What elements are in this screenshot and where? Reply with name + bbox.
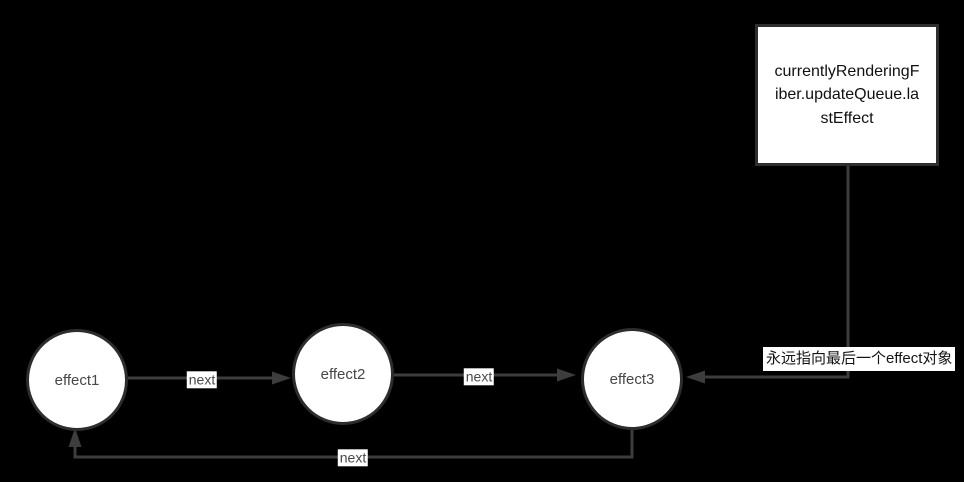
edge-label-effect1-to-effect2: next (186, 371, 218, 389)
last-effect-pointer-box: currentlyRenderingFiber.updateQueue.last… (755, 24, 939, 166)
last-effect-annotation: 永远指向最后一个effect对象 (763, 347, 956, 371)
node-effect1: effect1 (26, 329, 128, 431)
edge-label-effect2-to-effect3: next (463, 368, 495, 386)
node-effect2: effect2 (292, 323, 394, 425)
node-effect3: effect3 (581, 328, 683, 430)
edge-label-effect3-to-effect1: next (337, 449, 369, 467)
node-effect3-label: effect3 (609, 370, 655, 388)
node-effect1-label: effect1 (54, 371, 100, 389)
node-effect2-label: effect2 (320, 365, 366, 383)
last-effect-pointer-label: currentlyRenderingFiber.updateQueue.last… (774, 63, 920, 127)
edge-lasteffect-to-effect3-arrow (686, 166, 850, 384)
